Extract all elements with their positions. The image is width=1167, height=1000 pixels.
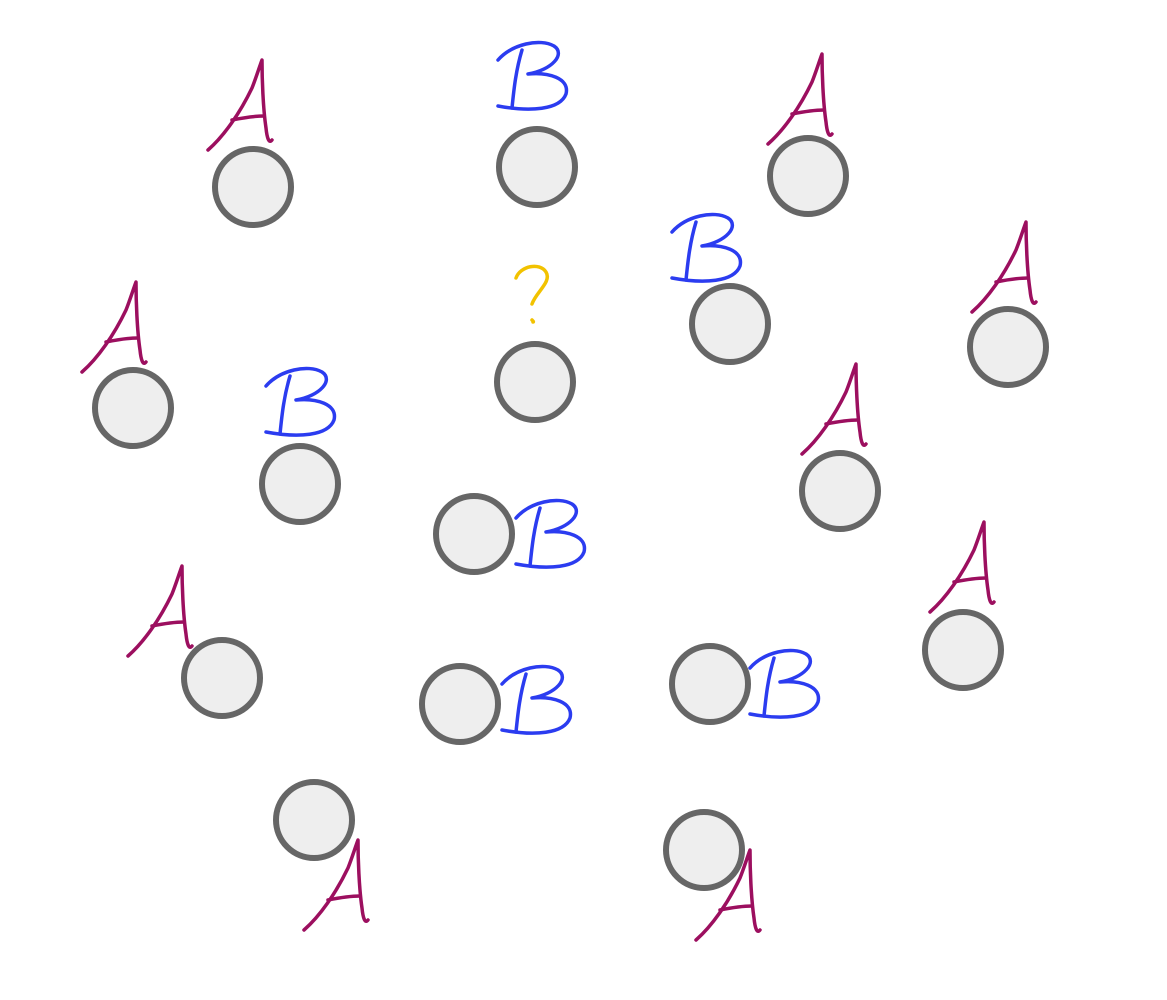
label-a-glyph: A — [928, 520, 996, 614]
data-point — [273, 779, 355, 861]
label-a-glyph: A — [800, 362, 868, 456]
label-a-glyph: A — [970, 220, 1038, 314]
point-label-text: A — [724, 897, 725, 899]
point-label-text: A — [796, 101, 797, 103]
point-label-text: B — [776, 697, 777, 699]
point-label-text: A — [1000, 269, 1001, 271]
label-unknown-glyph: ? — [514, 264, 550, 324]
label-a-glyph: A — [80, 280, 148, 374]
point-label-text: B — [698, 261, 699, 263]
point-label-text: B — [528, 713, 529, 715]
data-point — [967, 306, 1049, 388]
data-point — [433, 493, 515, 575]
label-b-glyph: B — [748, 648, 821, 719]
label-a-glyph: A — [766, 52, 834, 146]
data-point — [922, 609, 1004, 691]
label-b-glyph: B — [670, 212, 743, 283]
label-b-glyph: B — [514, 498, 587, 569]
point-label-text: A — [156, 613, 157, 615]
point-label-text: ? — [542, 313, 543, 315]
label-b-glyph: B — [264, 366, 337, 437]
label-b-glyph: B — [500, 664, 573, 735]
data-point — [259, 443, 341, 525]
point-label-text: A — [958, 569, 959, 571]
point-label-text: A — [110, 329, 111, 331]
point-label-text: A — [332, 887, 333, 889]
data-point — [689, 283, 771, 365]
data-point — [496, 126, 578, 208]
data-point — [663, 809, 745, 891]
point-label-text: B — [524, 89, 525, 91]
label-a-glyph: A — [126, 564, 194, 658]
point-label-text: A — [830, 411, 831, 413]
data-point — [419, 663, 501, 745]
data-point — [181, 637, 263, 719]
data-point — [494, 341, 576, 423]
data-point — [767, 135, 849, 217]
label-a-glyph: A — [206, 58, 274, 152]
data-point — [212, 146, 294, 228]
point-label-text: B — [292, 415, 293, 417]
point-label-text: A — [236, 107, 237, 109]
data-point — [799, 450, 881, 532]
point-label-text: B — [542, 547, 543, 549]
data-point — [669, 643, 751, 725]
data-point — [92, 367, 174, 449]
label-b-glyph: B — [496, 40, 569, 111]
